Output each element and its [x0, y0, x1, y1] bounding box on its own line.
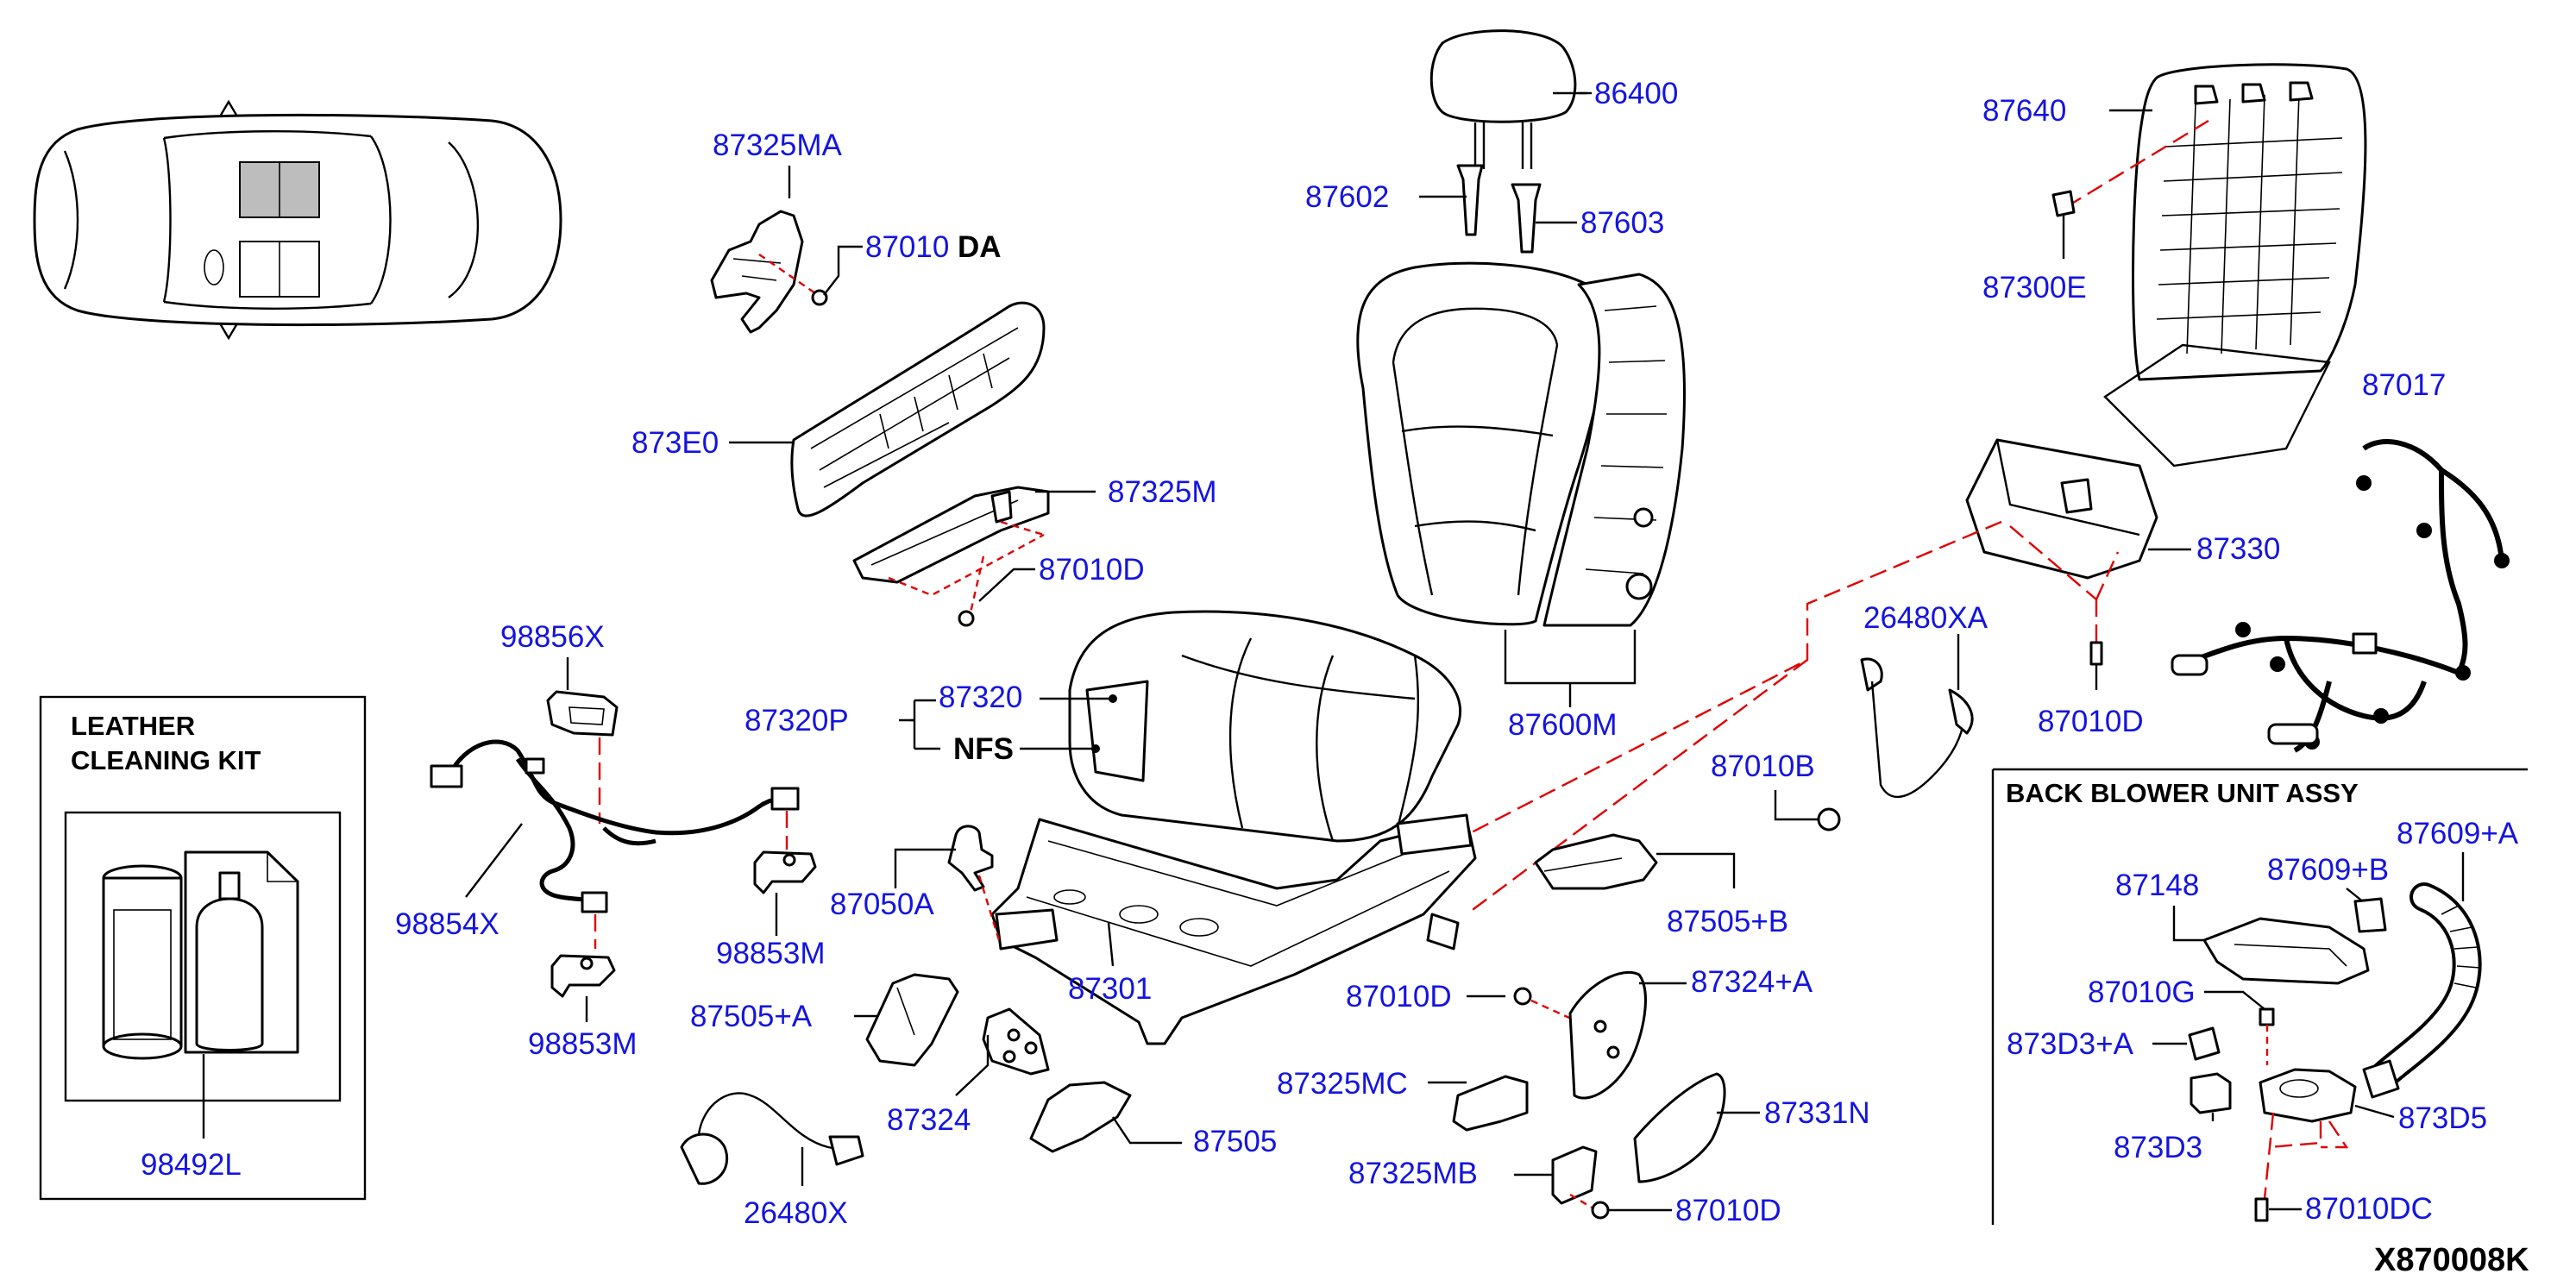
label-87324A: 87324+A [1691, 965, 1813, 999]
seatback-board-icon [2103, 63, 2367, 467]
label-87148: 87148 [2115, 869, 2199, 902]
label-87320P: 87320P [745, 704, 849, 737]
label-87017: 87017 [2362, 368, 2446, 402]
label-98853M-a: 98853M [716, 937, 825, 970]
leather-kit-title-line2: CLEANING KIT [71, 745, 261, 775]
cover-87331N-icon [1633, 1072, 1726, 1183]
bracket-87325MA-icon [710, 210, 804, 334]
label-87505: 87505 [1193, 1125, 1277, 1158]
label-87050A: 87050A [830, 888, 934, 921]
switch-87050A-icon [947, 825, 994, 892]
blower-motor-873D5-icon [2259, 1068, 2357, 1123]
label-87505B: 87505+B [1667, 905, 1788, 938]
label-87300E: 87300E [1982, 271, 2087, 304]
sensor-98856X-icon [546, 690, 619, 737]
cover-87505B-icon [1534, 833, 1658, 890]
label-87325MB: 87325MB [1348, 1157, 1478, 1190]
leather-kit-title-line1: LEATHER [71, 711, 195, 741]
label-873D3A: 873D3+A [2007, 1027, 2134, 1061]
back-blower-unit-box: BACK BLOWER UNIT ASSY [1991, 768, 2528, 1225]
label-87325MC: 87325MC [1277, 1067, 1408, 1101]
bracket-87325MB-icon [1551, 1145, 1598, 1205]
label-87010D-a: 87010D [1039, 553, 1145, 587]
label-26480XA: 26480XA [1863, 601, 1989, 635]
cover-87325MC-icon [1452, 1075, 1529, 1132]
label-87301: 87301 [1068, 972, 1152, 1006]
label-87010D-b: 87010D [2038, 705, 2144, 738]
label-87609A: 87609+A [2397, 817, 2519, 850]
cover-87505A-icon [865, 973, 959, 1067]
label-87325M: 87325M [1108, 475, 1216, 509]
harness-98854X-icon [430, 739, 800, 913]
label-87640: 87640 [1982, 94, 2066, 128]
headrest-guide-icon [1456, 164, 1542, 254]
label-87330: 87330 [2196, 532, 2280, 566]
harness-26480X-icon [680, 1092, 864, 1185]
harness-26480XA-icon [1860, 657, 1974, 798]
label-87010D-c: 87010D [1346, 980, 1452, 1013]
seat-cushion-icon [1068, 610, 1462, 843]
seat-back-icon [1356, 261, 1687, 627]
label-87325MA: 87325MA [713, 129, 842, 162]
side-cover-873E0-icon [790, 301, 1046, 518]
bracket-87324-icon [982, 1007, 1050, 1076]
label-NFS: NFS [953, 732, 1014, 766]
label-87010B: 87010B [1711, 750, 1815, 783]
label-98853M-b: 98853M [528, 1027, 637, 1061]
label-87609B: 87609+B [2267, 853, 2389, 887]
label-87320: 87320 [939, 681, 1022, 714]
label-873E0: 873E0 [631, 426, 719, 460]
reference-code: X870008K [2374, 1242, 2529, 1278]
label-87600M: 87600M [1508, 708, 1617, 742]
label-87324: 87324 [887, 1103, 971, 1137]
leather-cleaning-kit-box: LEATHER CLEANING KIT [39, 695, 367, 1201]
bracket-98853M-b-icon [550, 954, 616, 998]
seat-base-frame-icon [990, 813, 1477, 1045]
bracket-98853M-a-icon [753, 850, 817, 894]
label-87602: 87602 [1305, 180, 1389, 214]
seat-front-panel-icon [1965, 438, 2158, 580]
label-87010D-d: 87010D [1675, 1194, 1781, 1227]
label-86400: 86400 [1594, 77, 1678, 110]
blower-bracket-87148-icon [2202, 917, 2370, 985]
bracket-87325M-icon [852, 486, 1050, 584]
label-98854X: 98854X [395, 907, 499, 941]
blower-box-title: BACK BLOWER UNIT ASSY [2006, 778, 2359, 808]
label-87010DA-suffix: DA [958, 230, 1002, 264]
cover-87505-icon [1029, 1081, 1132, 1153]
wiring-harness-icon [2171, 439, 2510, 753]
label-87505A: 87505+A [690, 1000, 813, 1033]
label-87331N: 87331N [1764, 1096, 1870, 1130]
label-87010DA-num: 87010 [865, 230, 949, 264]
label-98492L: 98492L [141, 1148, 242, 1182]
label-87603: 87603 [1580, 206, 1664, 240]
label-873D5: 873D5 [2398, 1101, 2487, 1135]
label-26480X: 26480X [744, 1196, 848, 1230]
headrest-icon [1429, 29, 1592, 169]
bracket-87324A-icon [1568, 970, 1647, 1100]
car-top-view-icon [33, 99, 562, 341]
blower-duct-87609A-icon [2362, 882, 2482, 1099]
label-873D3: 873D3 [2114, 1131, 2202, 1164]
label-87010G: 87010G [2088, 976, 2196, 1009]
label-98856X: 98856X [500, 620, 605, 654]
label-87010DC: 87010DC [2305, 1192, 2433, 1226]
